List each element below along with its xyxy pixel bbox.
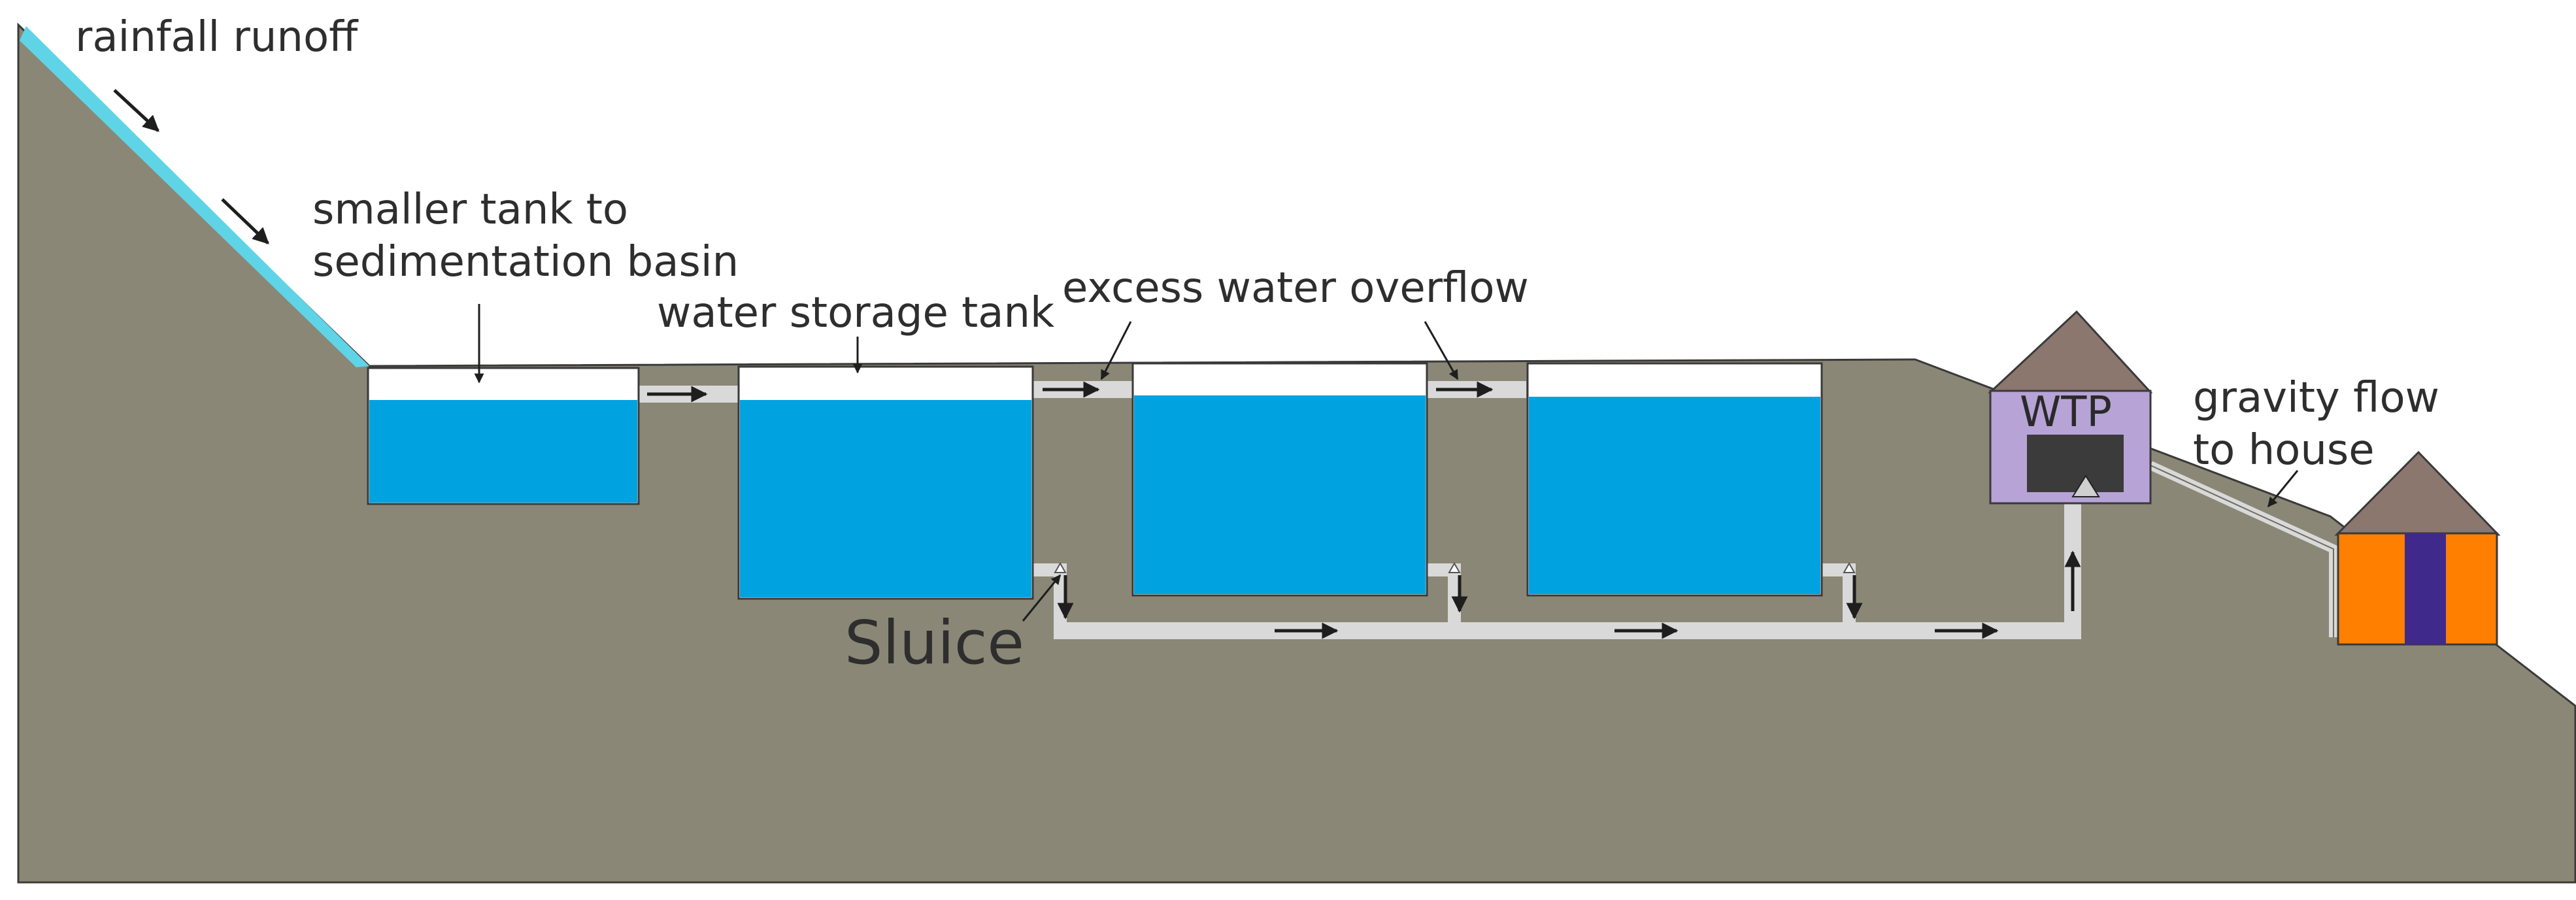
wtp-machine <box>2027 435 2124 492</box>
label-gravity-line1: gravity flow <box>2193 374 2439 422</box>
label-smaller-tank-line1: smaller tank to <box>312 186 628 234</box>
label-sluice: Sluice <box>845 608 1024 678</box>
arrow-runoff-icon <box>113 89 159 132</box>
tank2-water <box>740 400 1031 597</box>
wtp-inlet-icon <box>2071 475 2100 497</box>
pointer-sluice <box>1022 574 1062 622</box>
label-water-storage-tank: water storage tank <box>657 289 1054 337</box>
label-smaller-tank-line2: sedimentation basin <box>312 238 739 286</box>
flow-arrows <box>113 89 2081 639</box>
wtp-roof <box>1988 310 2153 393</box>
label-rainfall-runoff: rainfall runoff <box>75 13 359 61</box>
house-door <box>2405 533 2446 644</box>
pipe-network <box>639 381 2338 639</box>
tank4-water <box>1529 397 1820 594</box>
house <box>2334 450 2501 646</box>
collector-main <box>1054 622 2081 639</box>
sluice-valve-3 <box>1843 561 1856 573</box>
sedimentation-tank <box>367 367 640 505</box>
label-gravity-line2: to house <box>2193 426 2375 475</box>
storage-tank-2 <box>1131 362 1428 597</box>
sluice-valves <box>1054 561 1856 573</box>
sluice-valve-1 <box>1054 561 1067 573</box>
runoff-stream <box>20 26 369 367</box>
tank1-water <box>369 400 637 503</box>
storage-tank-3 <box>1526 362 1823 597</box>
pointer-overflow-2 <box>1424 321 1459 380</box>
pointer-overflow-1 <box>1100 321 1132 380</box>
label-wtp: WTP <box>2020 388 2112 437</box>
storage-tank-1 <box>737 365 1034 600</box>
tank3-water <box>1134 395 1426 594</box>
arrow-runoff-icon <box>221 198 269 244</box>
pointer-gravity <box>2267 470 2299 508</box>
label-excess-overflow: excess water overflow <box>1062 264 1529 312</box>
sluice-valve-2 <box>1448 561 1461 573</box>
label-pointers <box>474 304 2299 622</box>
wtp-building <box>1988 310 2153 505</box>
